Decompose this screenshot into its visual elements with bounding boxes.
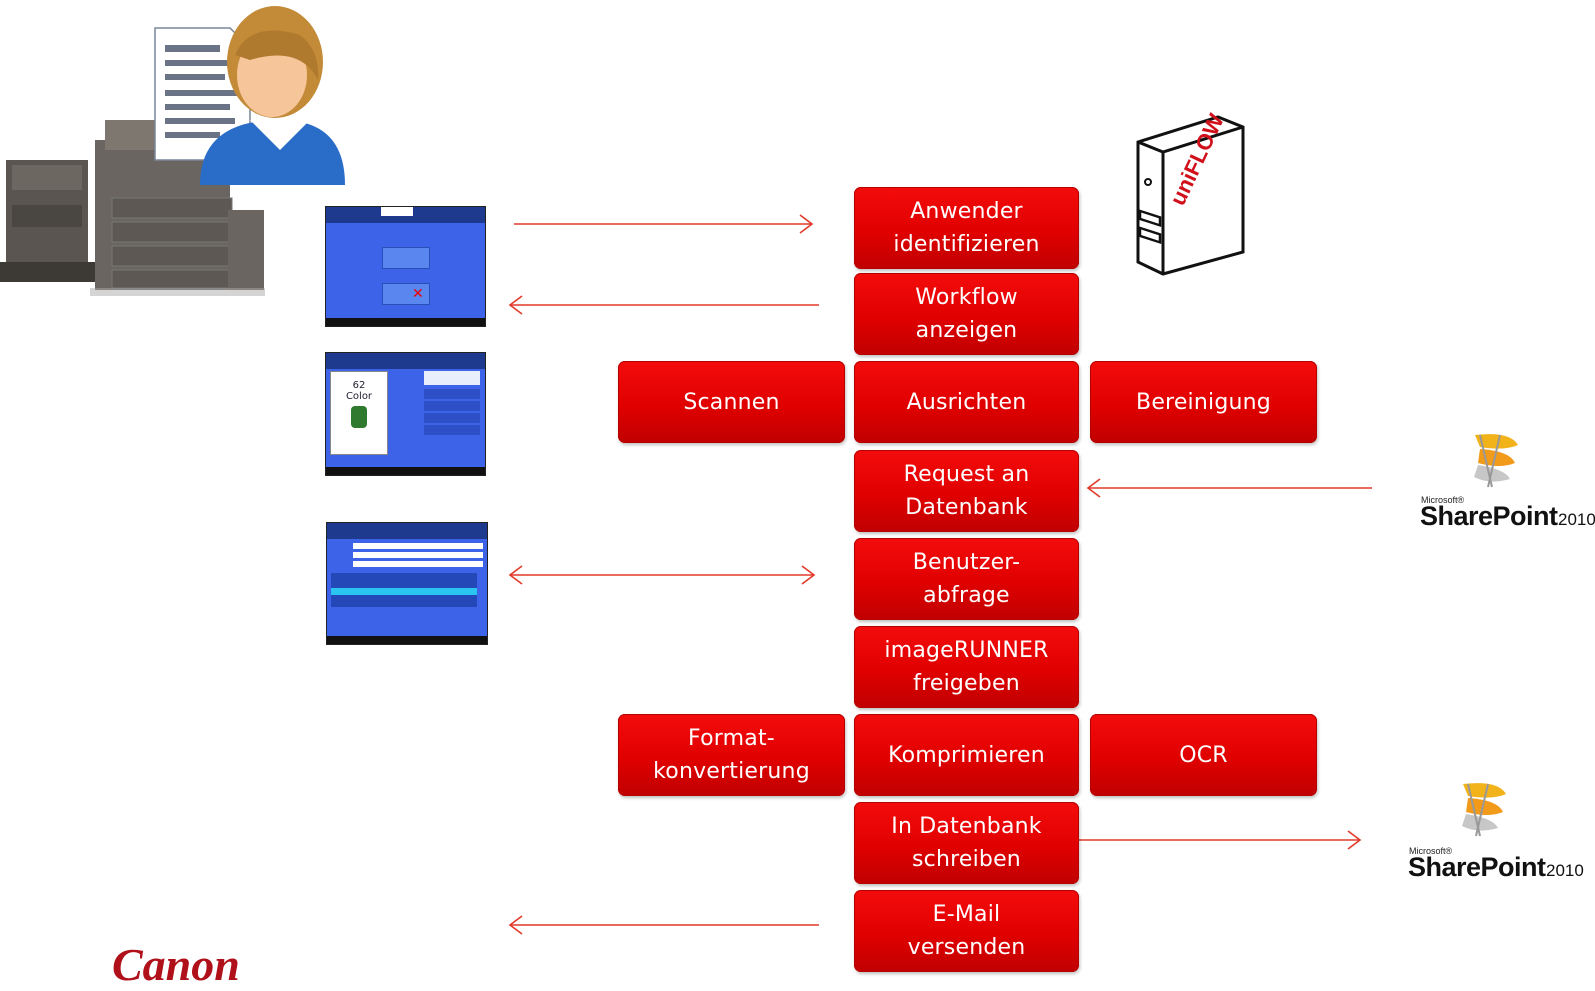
device-screen-scan-settings: 62 Color (325, 352, 486, 476)
sharepoint-name: SharePoint (1408, 852, 1546, 882)
preview-color: Color (345, 391, 373, 402)
connector-arrows: .ln{stroke:#e23a2a;stroke-width:1.6;fill… (508, 214, 1372, 935)
step-request-an-datenbank: Request an Datenbank (854, 450, 1079, 532)
step-ausrichten: Ausrichten (854, 361, 1079, 443)
step-formatkonvertierung: Format- konvertierung (618, 714, 845, 796)
screen-option (424, 401, 480, 411)
form-list-selected (331, 588, 477, 595)
arrow-benutzerabfrage (508, 565, 816, 585)
multifunction-printer-icon (0, 6, 345, 296)
microsoft-label: Microsoft® (1409, 846, 1453, 856)
form-field (353, 561, 483, 567)
sharepoint-logo-top: Microsoft® SharePoint 2010 (1420, 427, 1595, 537)
sharepoint-logo-bottom: Microsoft® SharePoint 2010 (1408, 776, 1588, 886)
screen-button (382, 283, 430, 305)
sharepoint-logo-icon (1474, 434, 1518, 488)
form-field (353, 543, 483, 549)
screen-footer (326, 467, 485, 475)
screen-option (424, 389, 480, 399)
cancel-icon: ✕ (412, 286, 424, 302)
screen-header (326, 353, 485, 369)
screen-footer (326, 318, 485, 326)
step-bereinigung: Bereinigung (1090, 361, 1317, 443)
sharepoint-year: 2010 (1558, 510, 1595, 529)
screen-header (327, 523, 487, 539)
server-icon: uniFLOW (1136, 112, 1245, 276)
screen-option (424, 371, 480, 385)
step-anwender-identifizieren: Anwender identifizieren (854, 187, 1079, 269)
step-komprimieren: Komprimieren (854, 714, 1079, 796)
step-email-versenden: E-Mail versenden (854, 890, 1079, 972)
preview-page: 62 Color (330, 371, 388, 455)
step-ocr: OCR (1090, 714, 1317, 796)
screen-option (424, 413, 480, 423)
arrow-to-anwender (514, 214, 814, 234)
canon-logo: Canon (112, 939, 240, 990)
arrow-from-workflow (508, 295, 819, 315)
arrow-from-sharepoint (1086, 478, 1372, 498)
screen-button (382, 247, 430, 269)
step-workflow-anzeigen: Workflow anzeigen (854, 273, 1079, 355)
form-field (353, 552, 483, 558)
step-in-datenbank-schreiben: In Datenbank schreiben (854, 802, 1079, 884)
step-imagerunner-freigeben: imageRUNNER freigeben (854, 626, 1079, 708)
step-scannen: Scannen (618, 361, 845, 443)
figure-image (351, 406, 367, 428)
microsoft-label: Microsoft® (1421, 495, 1465, 505)
sharepoint-year: 2010 (1546, 861, 1584, 880)
device-screen-form (326, 522, 488, 645)
device-screen-login: ✕ (325, 206, 486, 327)
screen-logo (381, 207, 413, 216)
sharepoint-name: SharePoint (1420, 501, 1558, 531)
step-benutzerabfrage: Benutzer- abfrage (854, 538, 1079, 620)
screen-footer (327, 636, 487, 644)
sharepoint-logo-icon (1462, 783, 1506, 837)
preview-count: 62 (352, 380, 366, 391)
arrow-to-sharepoint (1071, 830, 1362, 850)
arrow-from-email (508, 915, 819, 935)
screen-option (424, 425, 480, 435)
